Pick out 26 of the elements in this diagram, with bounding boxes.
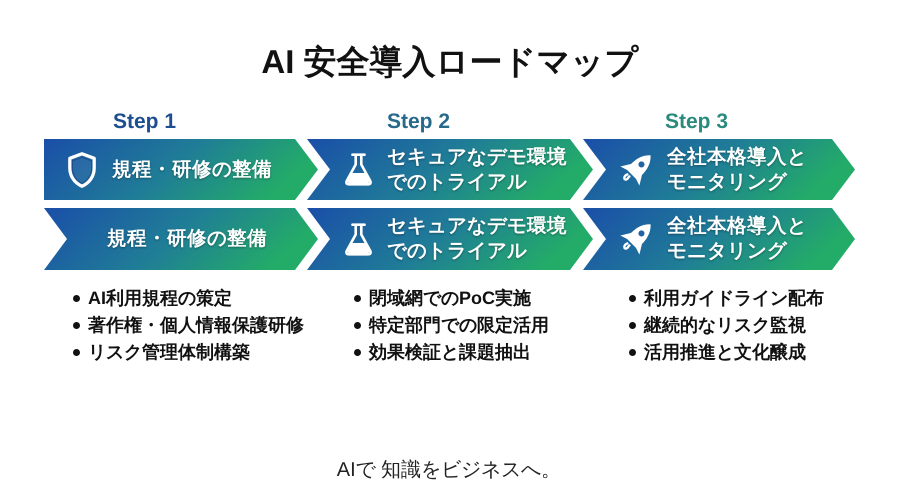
- step-title: 規程・研修の整備: [107, 226, 268, 252]
- step-title: 全社本格導入とモニタリング: [667, 144, 808, 194]
- bullet-item: 特定部門での限定活用: [353, 313, 549, 337]
- step-banner: [583, 139, 855, 200]
- bullet-item: リスク管理体制構築: [72, 340, 250, 364]
- bullet-item: AI利用規程の策定: [72, 286, 232, 310]
- bullet-item: 効果検証と課題抽出: [353, 340, 531, 364]
- step-title: セキュアなデモ環境でのトライアル: [387, 214, 568, 264]
- step-label: Step 2: [387, 109, 450, 135]
- bullet-item: 利用ガイドライン配布: [628, 286, 824, 310]
- title: AI 安全導入ロードマップ: [261, 42, 639, 82]
- step-banner: [44, 139, 318, 200]
- bullet-item: 著作権・個人情報保護研修: [72, 313, 304, 337]
- step-title: セキュアなデモ環境でのトライアル: [387, 144, 568, 194]
- step-banner: [307, 139, 593, 200]
- step-banner: [583, 208, 855, 270]
- bullet-item: 継続的なリスク監視: [628, 313, 806, 337]
- step-banner: [307, 208, 593, 270]
- step-label: Step 3: [665, 109, 728, 135]
- bullet-item: 閉域網でのPoC実施: [353, 286, 531, 310]
- step-banner: [44, 208, 318, 270]
- step-label: Step 1: [113, 109, 176, 135]
- step-title: 規程・研修の整備: [112, 157, 273, 182]
- step-title: 全社本格導入とモニタリング: [667, 214, 808, 264]
- tagline: AIで 知識をビジネスへ。: [336, 458, 562, 483]
- bullet-item: 活用推進と文化醸成: [628, 340, 806, 364]
